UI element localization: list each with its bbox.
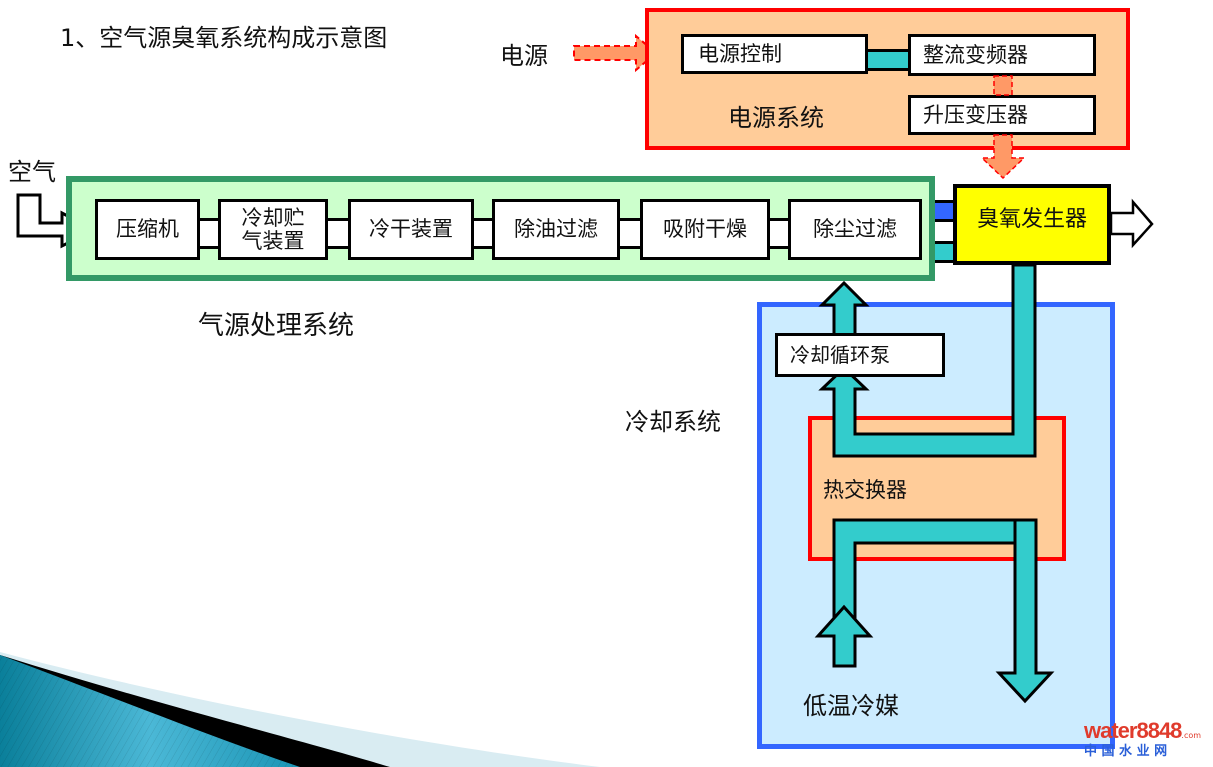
watermark-cn: 中 国 水 业 网 <box>1084 744 1168 759</box>
air-connector <box>472 218 494 249</box>
dust-filter-block: 除尘过滤 <box>788 199 922 260</box>
step-up-transformer-block: 升压变压器 <box>908 95 1096 135</box>
power-connector <box>866 49 910 71</box>
pump-outlet-arrow-icon <box>818 280 870 339</box>
heat-exchanger-label: 热交换器 <box>823 478 907 502</box>
coolant-outlet-arrow-icon <box>995 518 1055 704</box>
low-temp-coolant-label: 低温冷媒 <box>803 692 899 720</box>
air-connector <box>326 218 348 249</box>
watermark-brand: water8848 <box>1084 718 1182 743</box>
coolant-return-pipe <box>818 263 1037 458</box>
coolant-to-generator-connector <box>935 241 955 263</box>
refrigerated-dryer-block: 冷干装置 <box>348 199 474 260</box>
air-connector <box>198 218 220 249</box>
air-connector <box>768 218 790 249</box>
power-input-label: 电源 <box>500 42 548 70</box>
page-title: 1、空气源臭氧系统构成示意图 <box>60 24 388 52</box>
oil-filter-block: 除油过滤 <box>492 199 620 260</box>
cooling-storage-block: 冷却贮 气装置 <box>218 199 328 260</box>
coolant-inlet-arrow-icon <box>814 604 874 668</box>
watermark-logo: water8848.com 中 国 水 业 网 <box>1084 718 1201 759</box>
power-system-label: 电源系统 <box>728 104 824 132</box>
air-to-generator-connector <box>935 200 955 222</box>
watermark-suffix: .com <box>1181 731 1202 740</box>
air-treatment-label: 气源处理系统 <box>198 311 355 341</box>
cooling-system-label: 冷却系统 <box>625 408 721 436</box>
rectifier-inverter-block: 整流变频器 <box>908 34 1096 76</box>
cooling-pump-block: 冷却循环泵 <box>775 333 945 377</box>
ozone-generator-block: 臭氧发生器 <box>953 184 1111 265</box>
adsorption-dryer-block: 吸附干燥 <box>640 199 770 260</box>
coolant-inlet-pipe <box>832 518 1017 668</box>
air-input-label: 空气 <box>8 158 56 186</box>
air-connector <box>618 218 642 249</box>
compressor-block: 压缩机 <box>95 199 200 260</box>
power-control-block: 电源控制 <box>681 34 868 74</box>
